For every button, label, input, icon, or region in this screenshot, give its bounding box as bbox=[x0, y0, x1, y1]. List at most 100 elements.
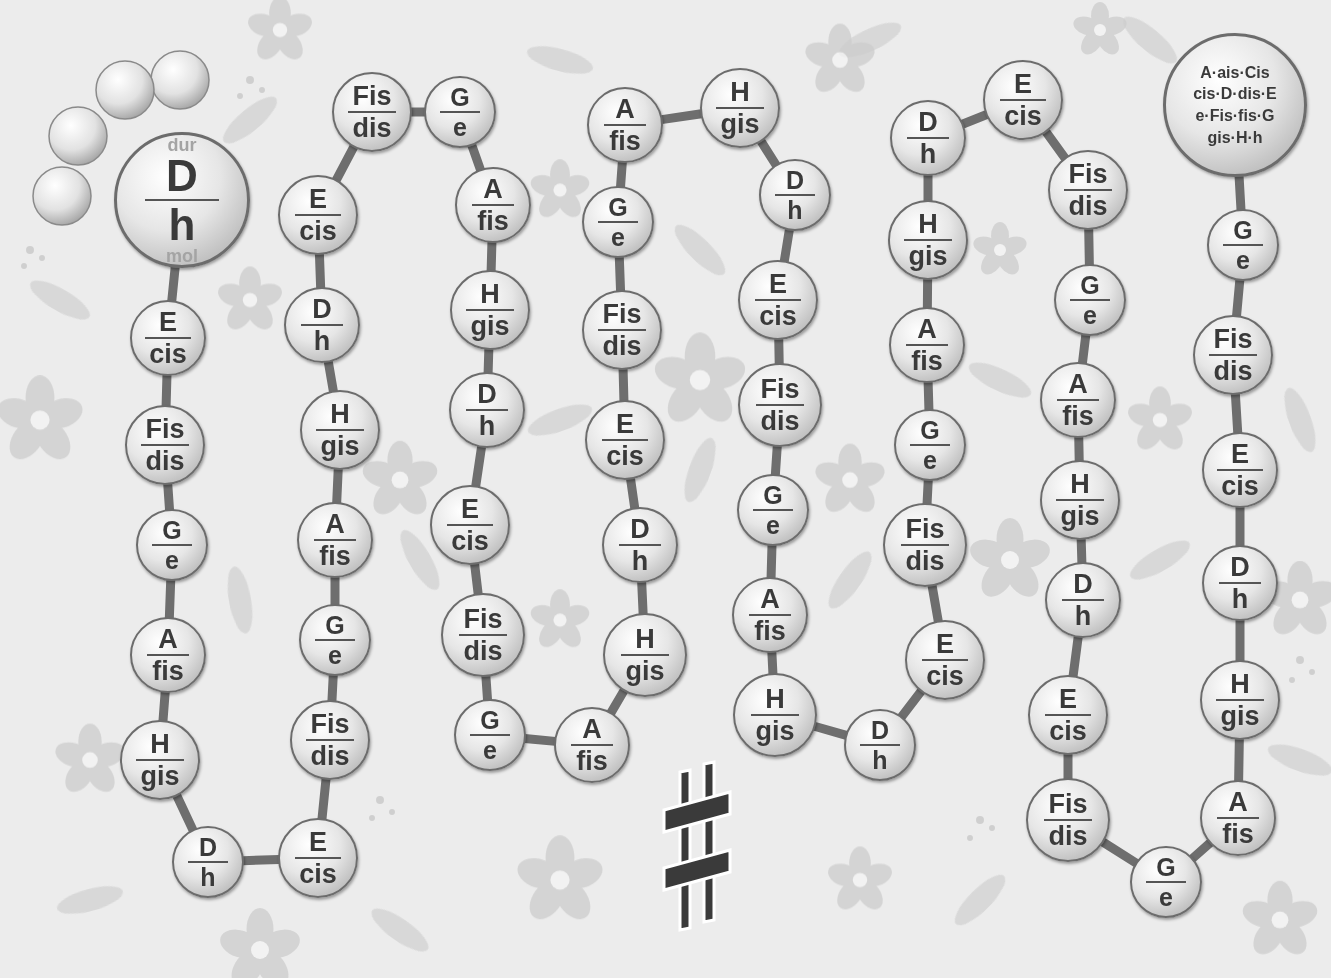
track-segment bbox=[1074, 437, 1083, 461]
scale-field: Dh bbox=[602, 507, 678, 583]
track-segment bbox=[319, 254, 320, 288]
track-segment bbox=[1084, 229, 1094, 265]
divider-line bbox=[188, 861, 228, 863]
scale-field: Ge bbox=[1130, 846, 1202, 918]
major-key: A bbox=[615, 96, 635, 123]
field-text: Afis bbox=[1217, 789, 1259, 848]
divider-line bbox=[472, 204, 514, 206]
major-key: Fis bbox=[1048, 791, 1087, 818]
field-text: Ge bbox=[440, 85, 480, 140]
track-link bbox=[491, 242, 493, 271]
divider-line bbox=[1056, 499, 1103, 501]
track-link bbox=[475, 564, 479, 595]
track-link bbox=[335, 577, 336, 605]
divider-line bbox=[1045, 714, 1091, 716]
minor-key: h bbox=[920, 141, 937, 168]
track-segment bbox=[767, 545, 777, 578]
major-key: H bbox=[918, 211, 938, 238]
minor-key: e bbox=[611, 225, 625, 250]
major-key: Fis bbox=[1068, 161, 1107, 188]
field-text: Afis bbox=[147, 626, 189, 685]
scale-field: Dh bbox=[759, 159, 831, 231]
track-segment bbox=[1073, 637, 1078, 677]
track-segment bbox=[1237, 280, 1240, 316]
track-link bbox=[928, 175, 929, 201]
scale-field: Ge bbox=[299, 604, 371, 676]
divider-line bbox=[1044, 819, 1091, 821]
scale-field: Ecis bbox=[278, 175, 358, 255]
minor-key: gis bbox=[625, 658, 664, 685]
major-key: E bbox=[616, 411, 634, 438]
scale-field: Fisdis bbox=[332, 72, 412, 152]
major-key: A bbox=[917, 316, 937, 343]
minor-key: cis bbox=[926, 663, 964, 690]
track-segment bbox=[901, 691, 921, 717]
field-text: Ecis bbox=[447, 496, 493, 555]
track-segment bbox=[631, 479, 635, 509]
field-text: Fisdis bbox=[901, 516, 948, 575]
track-link bbox=[486, 676, 488, 700]
minor-key: gis bbox=[908, 243, 947, 270]
scale-field: Ecis bbox=[1202, 432, 1278, 508]
scale-field: Hgis bbox=[1040, 460, 1120, 540]
track-segment bbox=[486, 676, 488, 700]
divider-line bbox=[598, 221, 638, 223]
track-segment bbox=[328, 361, 333, 391]
track-link bbox=[1192, 843, 1210, 859]
scale-field: Afis bbox=[297, 502, 373, 578]
track-segment bbox=[487, 242, 497, 271]
field-text: Hgis bbox=[1216, 671, 1263, 730]
major-key: G bbox=[325, 613, 344, 638]
divider-line bbox=[1217, 469, 1263, 471]
track-link bbox=[814, 726, 846, 735]
field-text: Fisdis bbox=[459, 606, 506, 665]
major-key: D bbox=[630, 516, 650, 543]
field-text: Afis bbox=[1057, 371, 1099, 430]
scale-field: Fisdis bbox=[738, 363, 822, 447]
divider-line bbox=[621, 654, 668, 656]
scale-field: Fisdis bbox=[582, 290, 662, 370]
track-segment bbox=[775, 446, 777, 475]
divider-line bbox=[756, 404, 803, 406]
divider-line bbox=[1216, 699, 1263, 701]
track-link bbox=[927, 480, 928, 504]
field-text: A·ais·Cis cis·D·dis·E e·Fis·fis·G gis·H·… bbox=[1174, 62, 1296, 148]
major-key: H bbox=[330, 401, 350, 428]
scale-field: Fisdis bbox=[1193, 315, 1273, 395]
divider-line bbox=[301, 324, 343, 326]
track-segment bbox=[1234, 739, 1244, 781]
track-segment bbox=[484, 349, 494, 373]
major-key: D bbox=[166, 154, 198, 198]
track-segment bbox=[1077, 539, 1087, 563]
divider-line bbox=[466, 309, 513, 311]
divider-line bbox=[904, 239, 951, 241]
minor-key: h bbox=[200, 865, 215, 890]
track-segment bbox=[761, 141, 776, 165]
field-text: Hgis bbox=[136, 731, 183, 790]
field-text: Hgis bbox=[316, 401, 363, 460]
field-text: Ge bbox=[470, 708, 510, 763]
divider-line bbox=[447, 524, 493, 526]
field-text: Dh bbox=[1062, 571, 1104, 630]
divider-line bbox=[147, 654, 189, 656]
minor-key: dis bbox=[310, 743, 349, 770]
track-link bbox=[1082, 335, 1085, 364]
track-link bbox=[621, 162, 623, 187]
scale-field: Ecis bbox=[1028, 675, 1108, 755]
field-text: Ge bbox=[598, 195, 638, 250]
minor-key: cis bbox=[759, 303, 797, 330]
track-segment bbox=[662, 114, 702, 120]
track-segment bbox=[923, 279, 932, 308]
track-link bbox=[775, 446, 777, 475]
track-link bbox=[662, 114, 702, 120]
minor-key: h bbox=[1232, 586, 1249, 613]
major-key: E bbox=[309, 186, 327, 213]
field-text: Fisdis bbox=[756, 376, 803, 435]
track-segment bbox=[1103, 842, 1137, 863]
track-link bbox=[337, 469, 339, 503]
divider-line bbox=[901, 544, 948, 546]
major-key: H bbox=[1070, 471, 1090, 498]
scale-field: Dh bbox=[284, 287, 360, 363]
major-key: E bbox=[309, 829, 327, 856]
minor-key: fis bbox=[477, 208, 509, 235]
